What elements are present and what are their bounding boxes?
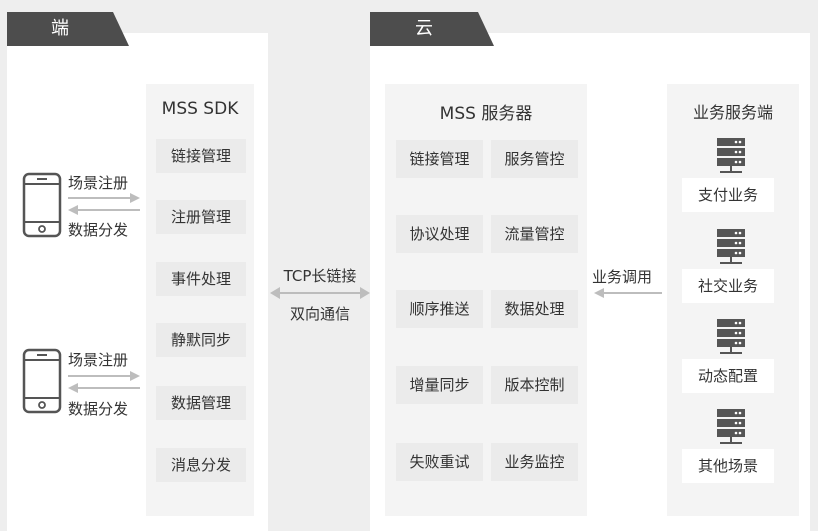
arrow-left-icon [68,383,140,393]
sdk-item: 数据管理 [156,386,246,420]
server-item: 增量同步 [396,366,483,404]
server-icon [717,229,745,264]
sdk-item: 事件处理 [156,262,246,296]
data-dispatch-label: 数据分发 [68,221,129,239]
server-icon [717,319,745,354]
sdk-item: 静默同步 [156,323,246,357]
server-item: 协议处理 [396,215,483,253]
sdk-item: 消息分发 [156,448,246,482]
tcp-link-label: TCP长链接 [283,267,357,285]
biz-item: 社交业务 [682,269,774,303]
phone-icon [22,172,62,238]
sdk-title: MSS SDK [161,99,239,119]
arrow-left-icon [594,288,662,298]
server-title: MSS 服务器 [439,104,533,124]
server-item: 服务管控 [491,140,578,178]
server-item: 顺序推送 [396,290,483,328]
server-icon [717,138,745,173]
biz-item: 其他场景 [682,449,774,483]
sdk-item: 注册管理 [156,200,246,234]
biz-item: 动态配置 [682,359,774,393]
server-item: 链接管理 [396,140,483,178]
data-dispatch-label: 数据分发 [68,400,129,418]
business-call-label: 业务调用 [592,268,653,286]
server-item: 流量管控 [491,215,578,253]
cloud-tab: 云 [370,12,494,46]
server-icon [717,409,745,444]
server-item: 数据处理 [491,290,578,328]
biz-item: 支付业务 [682,178,774,212]
scene-register-label: 场景注册 [68,351,129,369]
phone-icon [22,348,62,414]
server-item: 失败重试 [396,443,483,481]
server-item: 版本控制 [491,366,578,404]
duplex-label: 双向通信 [289,305,350,323]
biz-title: 业务服务端 [692,103,773,122]
client-tab: 端 [7,12,129,46]
bidirectional-arrow-icon [270,287,370,299]
arrow-right-icon [68,371,140,381]
sdk-item: 链接管理 [156,139,246,173]
arrow-right-icon [68,193,140,203]
server-item: 业务监控 [491,443,578,481]
arrow-left-icon [68,205,140,215]
scene-register-label: 场景注册 [68,174,129,192]
